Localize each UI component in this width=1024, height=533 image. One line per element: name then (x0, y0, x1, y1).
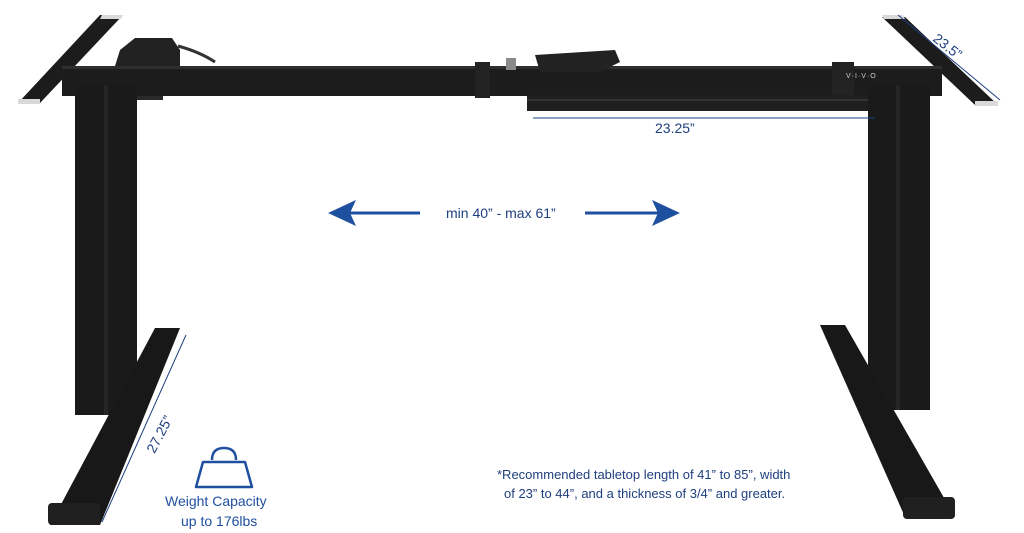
tabletop-note-line1: *Recommended tabletop length of 41” to 8… (497, 467, 791, 482)
control-box (535, 50, 620, 72)
span-range-label: min 40” - max 61” (446, 205, 556, 221)
right-foot (820, 325, 955, 517)
crossbar (62, 66, 942, 96)
cable-tray (527, 95, 872, 111)
bracket-length-label: 23.25” (655, 120, 695, 136)
left-arrow-icon (328, 200, 420, 226)
tabletop-note-line2: of 23” to 44”, and a thickness of 3/4” a… (504, 486, 786, 501)
left-top-bracket (18, 15, 123, 103)
weight-capacity-value: up to 176lbs (181, 513, 258, 529)
left-foot (50, 328, 180, 525)
motor-housing (115, 38, 180, 66)
foot-dim-line (101, 334, 187, 523)
top-width-dim-line (897, 14, 1001, 101)
brand-logo: V·I·V·O (846, 73, 877, 80)
right-top-bracket (882, 17, 998, 105)
weight-capacity-title: Weight Capacity (165, 493, 267, 509)
weight-icon (194, 446, 254, 489)
right-arrow-icon (585, 200, 680, 226)
